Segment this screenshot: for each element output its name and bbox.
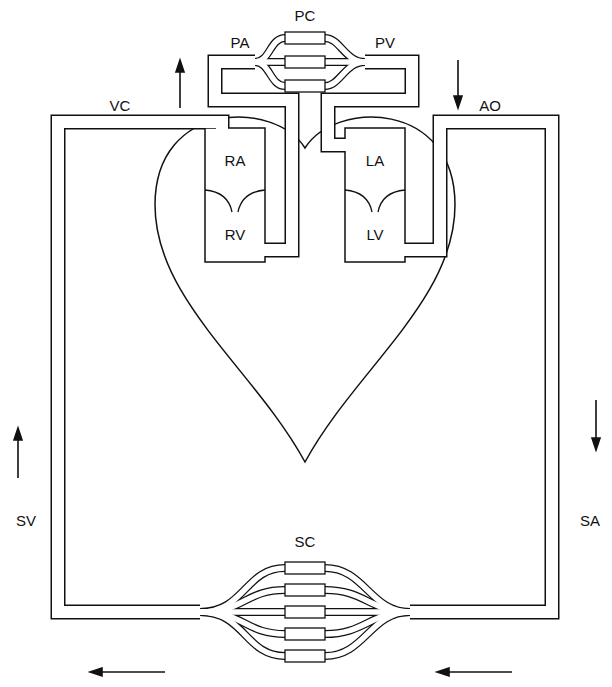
heart-outline	[155, 117, 455, 462]
part-label: LA	[366, 153, 384, 168]
part-label: SA	[580, 513, 600, 528]
part-label: SC	[295, 534, 316, 549]
part-label: PC	[295, 8, 316, 23]
part-label: PA	[231, 35, 250, 50]
vessel-walls	[58, 38, 552, 656]
part-label: PV	[375, 35, 395, 50]
part-label: SV	[16, 513, 36, 528]
heart-valves	[205, 190, 405, 212]
part-label: VC	[110, 98, 131, 113]
part-label: RV	[225, 227, 246, 242]
part-label: RA	[225, 153, 246, 168]
heart-chambers	[205, 128, 405, 262]
capillary-boxes	[285, 32, 325, 662]
vessel-lumens	[58, 38, 552, 656]
part-label: AO	[479, 98, 501, 113]
flow-arrows	[14, 60, 600, 676]
part-label: LV	[366, 227, 383, 242]
